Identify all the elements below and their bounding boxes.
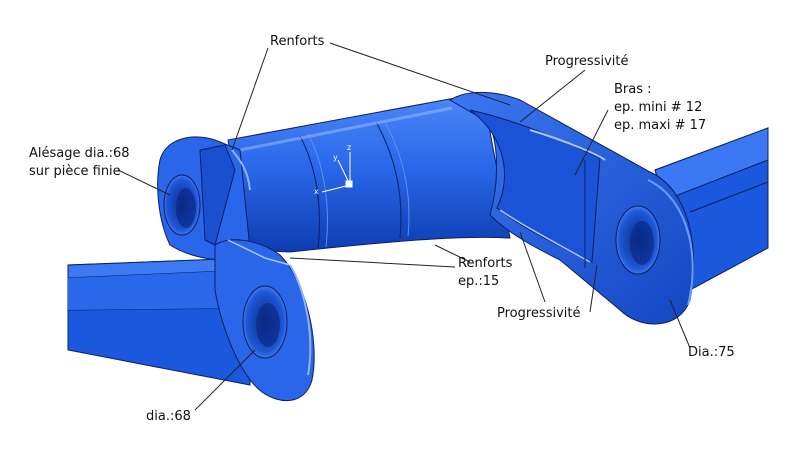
leader-renforts-top-b [329, 42, 511, 106]
label-progressivite-bottom: Progressivité [497, 306, 581, 321]
leader-renforts-mid-a [289, 257, 456, 268]
label-dia-68: dia.:68 [146, 409, 191, 424]
main-tube [227, 97, 511, 253]
axis-triad: z x y [314, 143, 353, 196]
axis-x-label: x [314, 187, 319, 196]
front-boss [214, 239, 315, 402]
leader-progressivite-bottom-a [589, 264, 598, 313]
leader-progressivite-bottom-b [519, 231, 546, 303]
axis-z-label: z [347, 143, 351, 152]
label-renforts-mid-line2: ep.:15 [458, 274, 500, 289]
leader-progressivite-top [519, 69, 586, 123]
leader-renforts-mid-b [434, 244, 471, 263]
leader-lines [117, 42, 691, 411]
label-renforts-mid-line1: Renforts [458, 256, 513, 271]
left-bracket [157, 136, 251, 261]
leader-alesage [117, 169, 171, 196]
label-renforts-top: Renforts [270, 34, 325, 49]
label-bras-title: Bras : [614, 82, 652, 97]
leader-dia-68 [194, 349, 256, 411]
label-progressivite-top: Progressivité [545, 54, 629, 69]
label-bras-max: ep. maxi # 17 [614, 118, 707, 133]
label-bras-min: ep. mini # 12 [614, 100, 703, 115]
leader-renforts-top-a [231, 47, 269, 151]
right-arm [449, 91, 695, 325]
label-alesage-line1: Alésage dia.:68 [29, 146, 130, 161]
label-alesage-line2: sur pièce finie [29, 164, 121, 179]
leader-bras [574, 109, 609, 176]
axis-y-label: y [333, 153, 338, 162]
leader-dia-75 [669, 299, 691, 349]
left-beam [67, 257, 251, 386]
label-dia-75: Dia.:75 [688, 345, 735, 360]
